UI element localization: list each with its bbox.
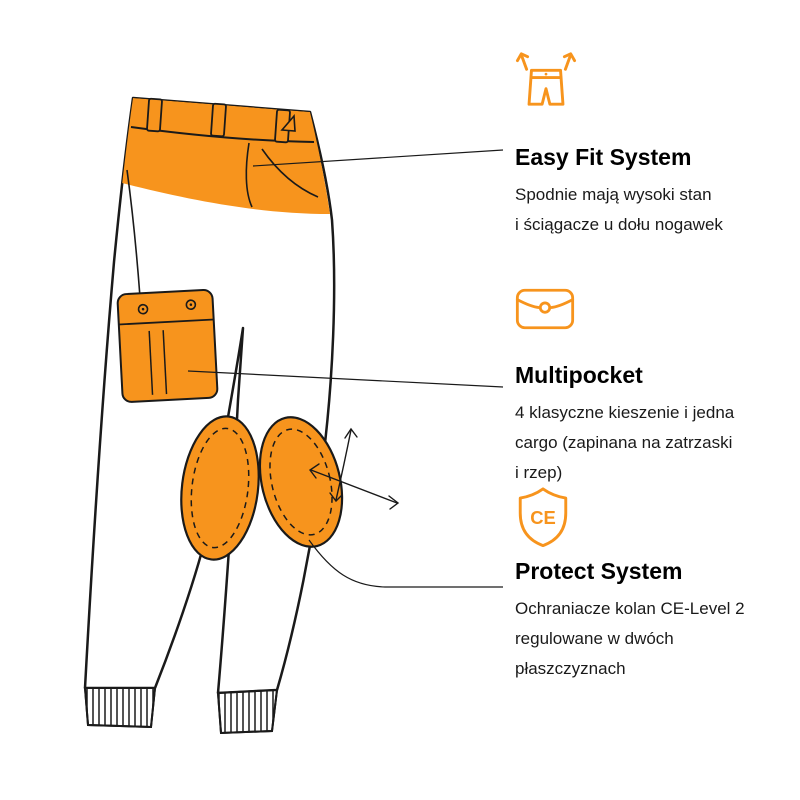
belt-loop [146, 97, 163, 133]
knee-pad-left [180, 415, 260, 561]
front-pocket-seam [261, 148, 319, 198]
connector-lines [187, 149, 504, 588]
side-seam [126, 169, 141, 298]
belt-tab [280, 113, 296, 132]
feature-description: Spodnie mają wysoki stan i ściągacze u d… [515, 185, 723, 234]
adjustment-arrows-icon [308, 427, 400, 510]
feature-easy-fit: Easy Fit System Spodnie mają wysoki stan… [515, 48, 787, 240]
feature-description: 4 klasyczne kieszenie i jedna cargo (zap… [515, 403, 735, 482]
feature-title: Protect System [515, 558, 683, 584]
waistband [126, 97, 319, 298]
feature-title: Easy Fit System [515, 144, 692, 170]
feature-description: Ochraniacze kolan CE-Level 2 regulowane … [515, 599, 745, 678]
belt-loop [210, 102, 227, 138]
feature-title: Multipocket [515, 362, 643, 388]
ce-mark-text: CE [530, 507, 556, 528]
connector-easy-fit [252, 149, 504, 167]
easy-fit-pants-icon [515, 52, 577, 106]
connector-multipocket [187, 370, 504, 388]
knee-pad-right [258, 416, 344, 548]
cargo-pocket [116, 289, 219, 403]
feature-protect: CE Protect System Ochraniacze kolan CE-L… [515, 486, 787, 684]
connector-protect [308, 539, 503, 588]
fly-seam [245, 142, 253, 208]
multipocket-icon [515, 288, 575, 330]
feature-multipocket: Multipocket 4 klasyczne kieszenie i jedn… [515, 287, 787, 488]
ce-shield-icon: CE [518, 487, 568, 548]
cuffs [83, 687, 279, 735]
